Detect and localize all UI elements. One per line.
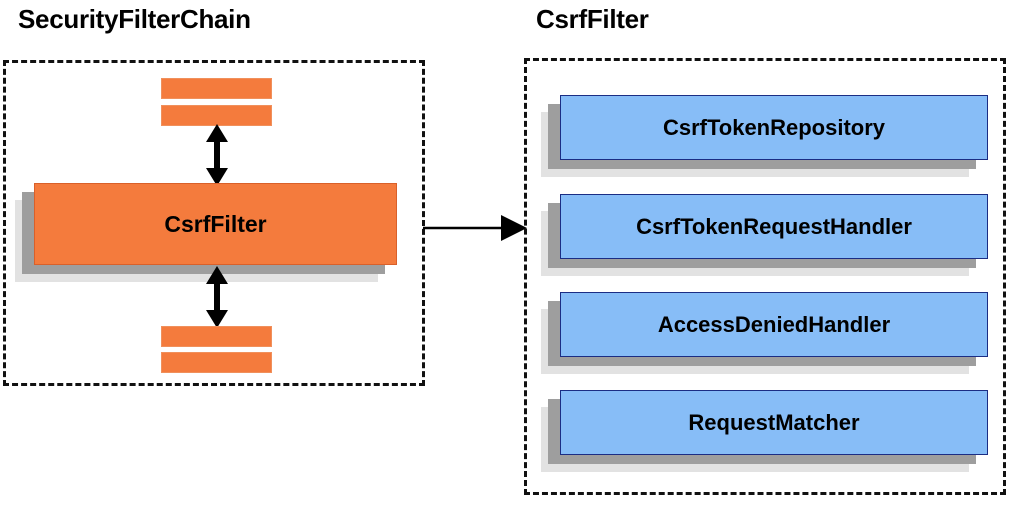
page-title-security-filter-chain: SecurityFilterChain: [18, 4, 251, 34]
filter-bar-above-1: [161, 78, 272, 99]
collaborator-access-denied-handler[interactable]: AccessDeniedHandler: [541, 292, 988, 374]
double-arrow-above-icon: [206, 124, 228, 186]
page-title-csrf-filter: CsrfFilter: [536, 4, 649, 34]
collaborator-csrf-token-request-handler[interactable]: CsrfTokenRequestHandler: [541, 194, 988, 276]
collaborator-csrf-token-repository[interactable]: CsrfTokenRepository: [541, 95, 988, 177]
collaborator-request-matcher[interactable]: RequestMatcher: [541, 390, 988, 472]
collaborator-label: RequestMatcher: [560, 390, 988, 455]
filter-bar-below-2: [161, 352, 272, 373]
csrf-filter-detail-container: [524, 58, 1006, 495]
collaborator-label: CsrfTokenRequestHandler: [560, 194, 988, 259]
collaborator-label: CsrfTokenRepository: [560, 95, 988, 160]
link-arrow-icon: [423, 215, 527, 241]
csrf-filter-label: CsrfFilter: [34, 183, 397, 265]
collaborator-label: AccessDeniedHandler: [560, 292, 988, 357]
filter-bar-above-2: [161, 105, 272, 126]
double-arrow-below-icon: [206, 266, 228, 328]
filter-bar-below-1: [161, 326, 272, 347]
csrf-filter-component[interactable]: CsrfFilter: [15, 183, 397, 282]
security-filter-chain-container: [3, 60, 425, 386]
